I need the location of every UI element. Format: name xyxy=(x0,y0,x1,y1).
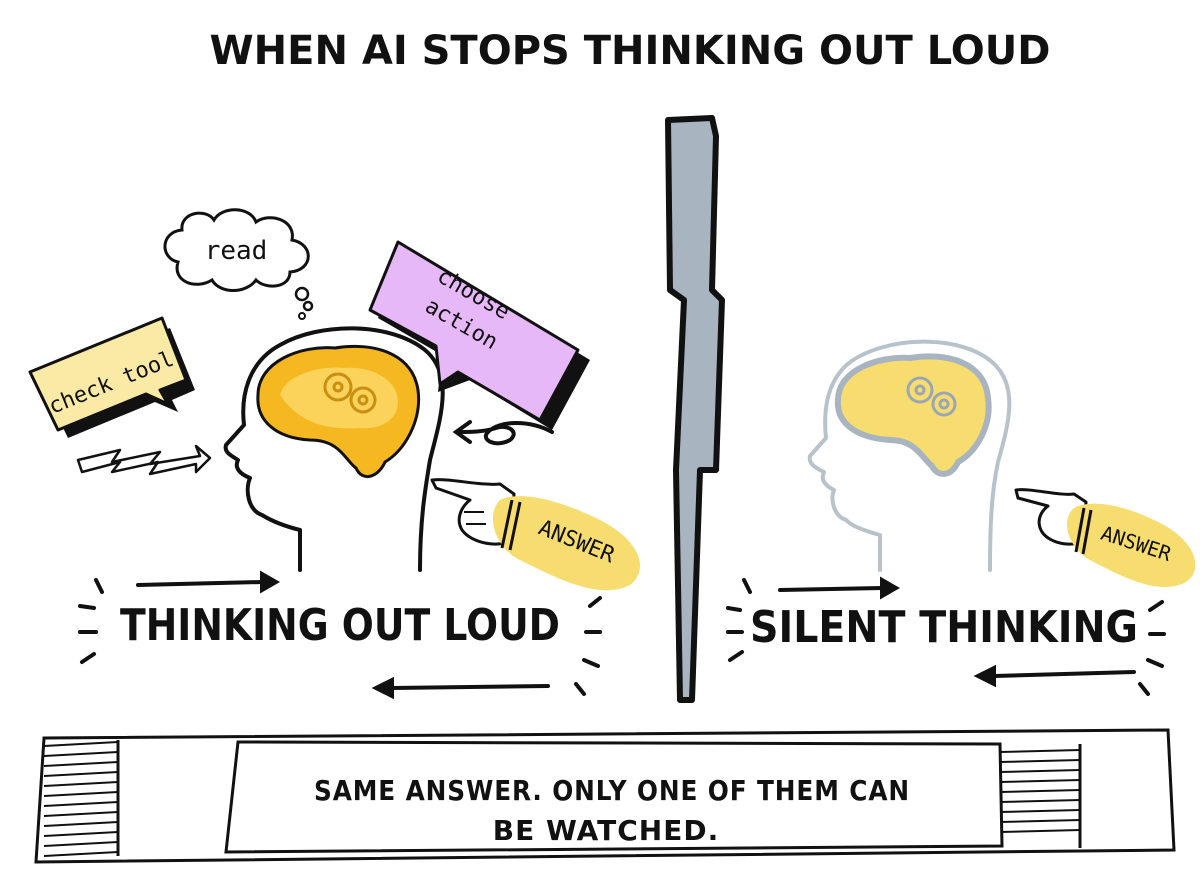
banner-left-hatching xyxy=(43,741,119,857)
left-brain xyxy=(256,344,421,478)
right-answer-tag: ANSWER xyxy=(1067,503,1196,587)
banner-line-1: SAME ANSWER. ONLY ONE OF THEM CAN xyxy=(314,774,910,807)
left-pointing-hand-icon xyxy=(430,478,516,546)
banner-right-hatching xyxy=(999,749,1081,833)
right-label: SILENT THINKING xyxy=(750,602,1138,653)
curved-arrow-icon xyxy=(452,420,554,446)
right-panel: ANSWER SILENT THINKING xyxy=(726,339,1196,696)
note-check-tool: check tool xyxy=(28,316,195,438)
brain-gears-icon xyxy=(323,372,377,414)
thought-read-text: read xyxy=(205,236,268,266)
zigzag-arrow-icon xyxy=(76,444,212,476)
left-panel: read check tool choose action xyxy=(28,208,640,700)
center-divider xyxy=(665,115,725,703)
left-answer-tag: ANSWER xyxy=(492,496,640,591)
page-title: WHEN AI STOPS THINKING OUT LOUD xyxy=(210,28,1051,74)
right-head-outline xyxy=(807,339,1012,572)
left-label: THINKING OUT LOUD xyxy=(120,600,560,651)
bottom-banner: SAME ANSWER. ONLY ONE OF THEM CAN BE WAT… xyxy=(34,728,1176,864)
thought-cloud-read: read xyxy=(163,208,314,320)
left-head-outline xyxy=(223,326,445,572)
right-brain-gears-icon xyxy=(906,376,957,417)
right-motion-arrows xyxy=(726,576,1166,696)
banner-line-2: BE WATCHED. xyxy=(493,814,719,847)
right-brain xyxy=(834,353,992,477)
banner-panel xyxy=(224,740,1004,854)
left-motion-arrows xyxy=(78,570,602,700)
